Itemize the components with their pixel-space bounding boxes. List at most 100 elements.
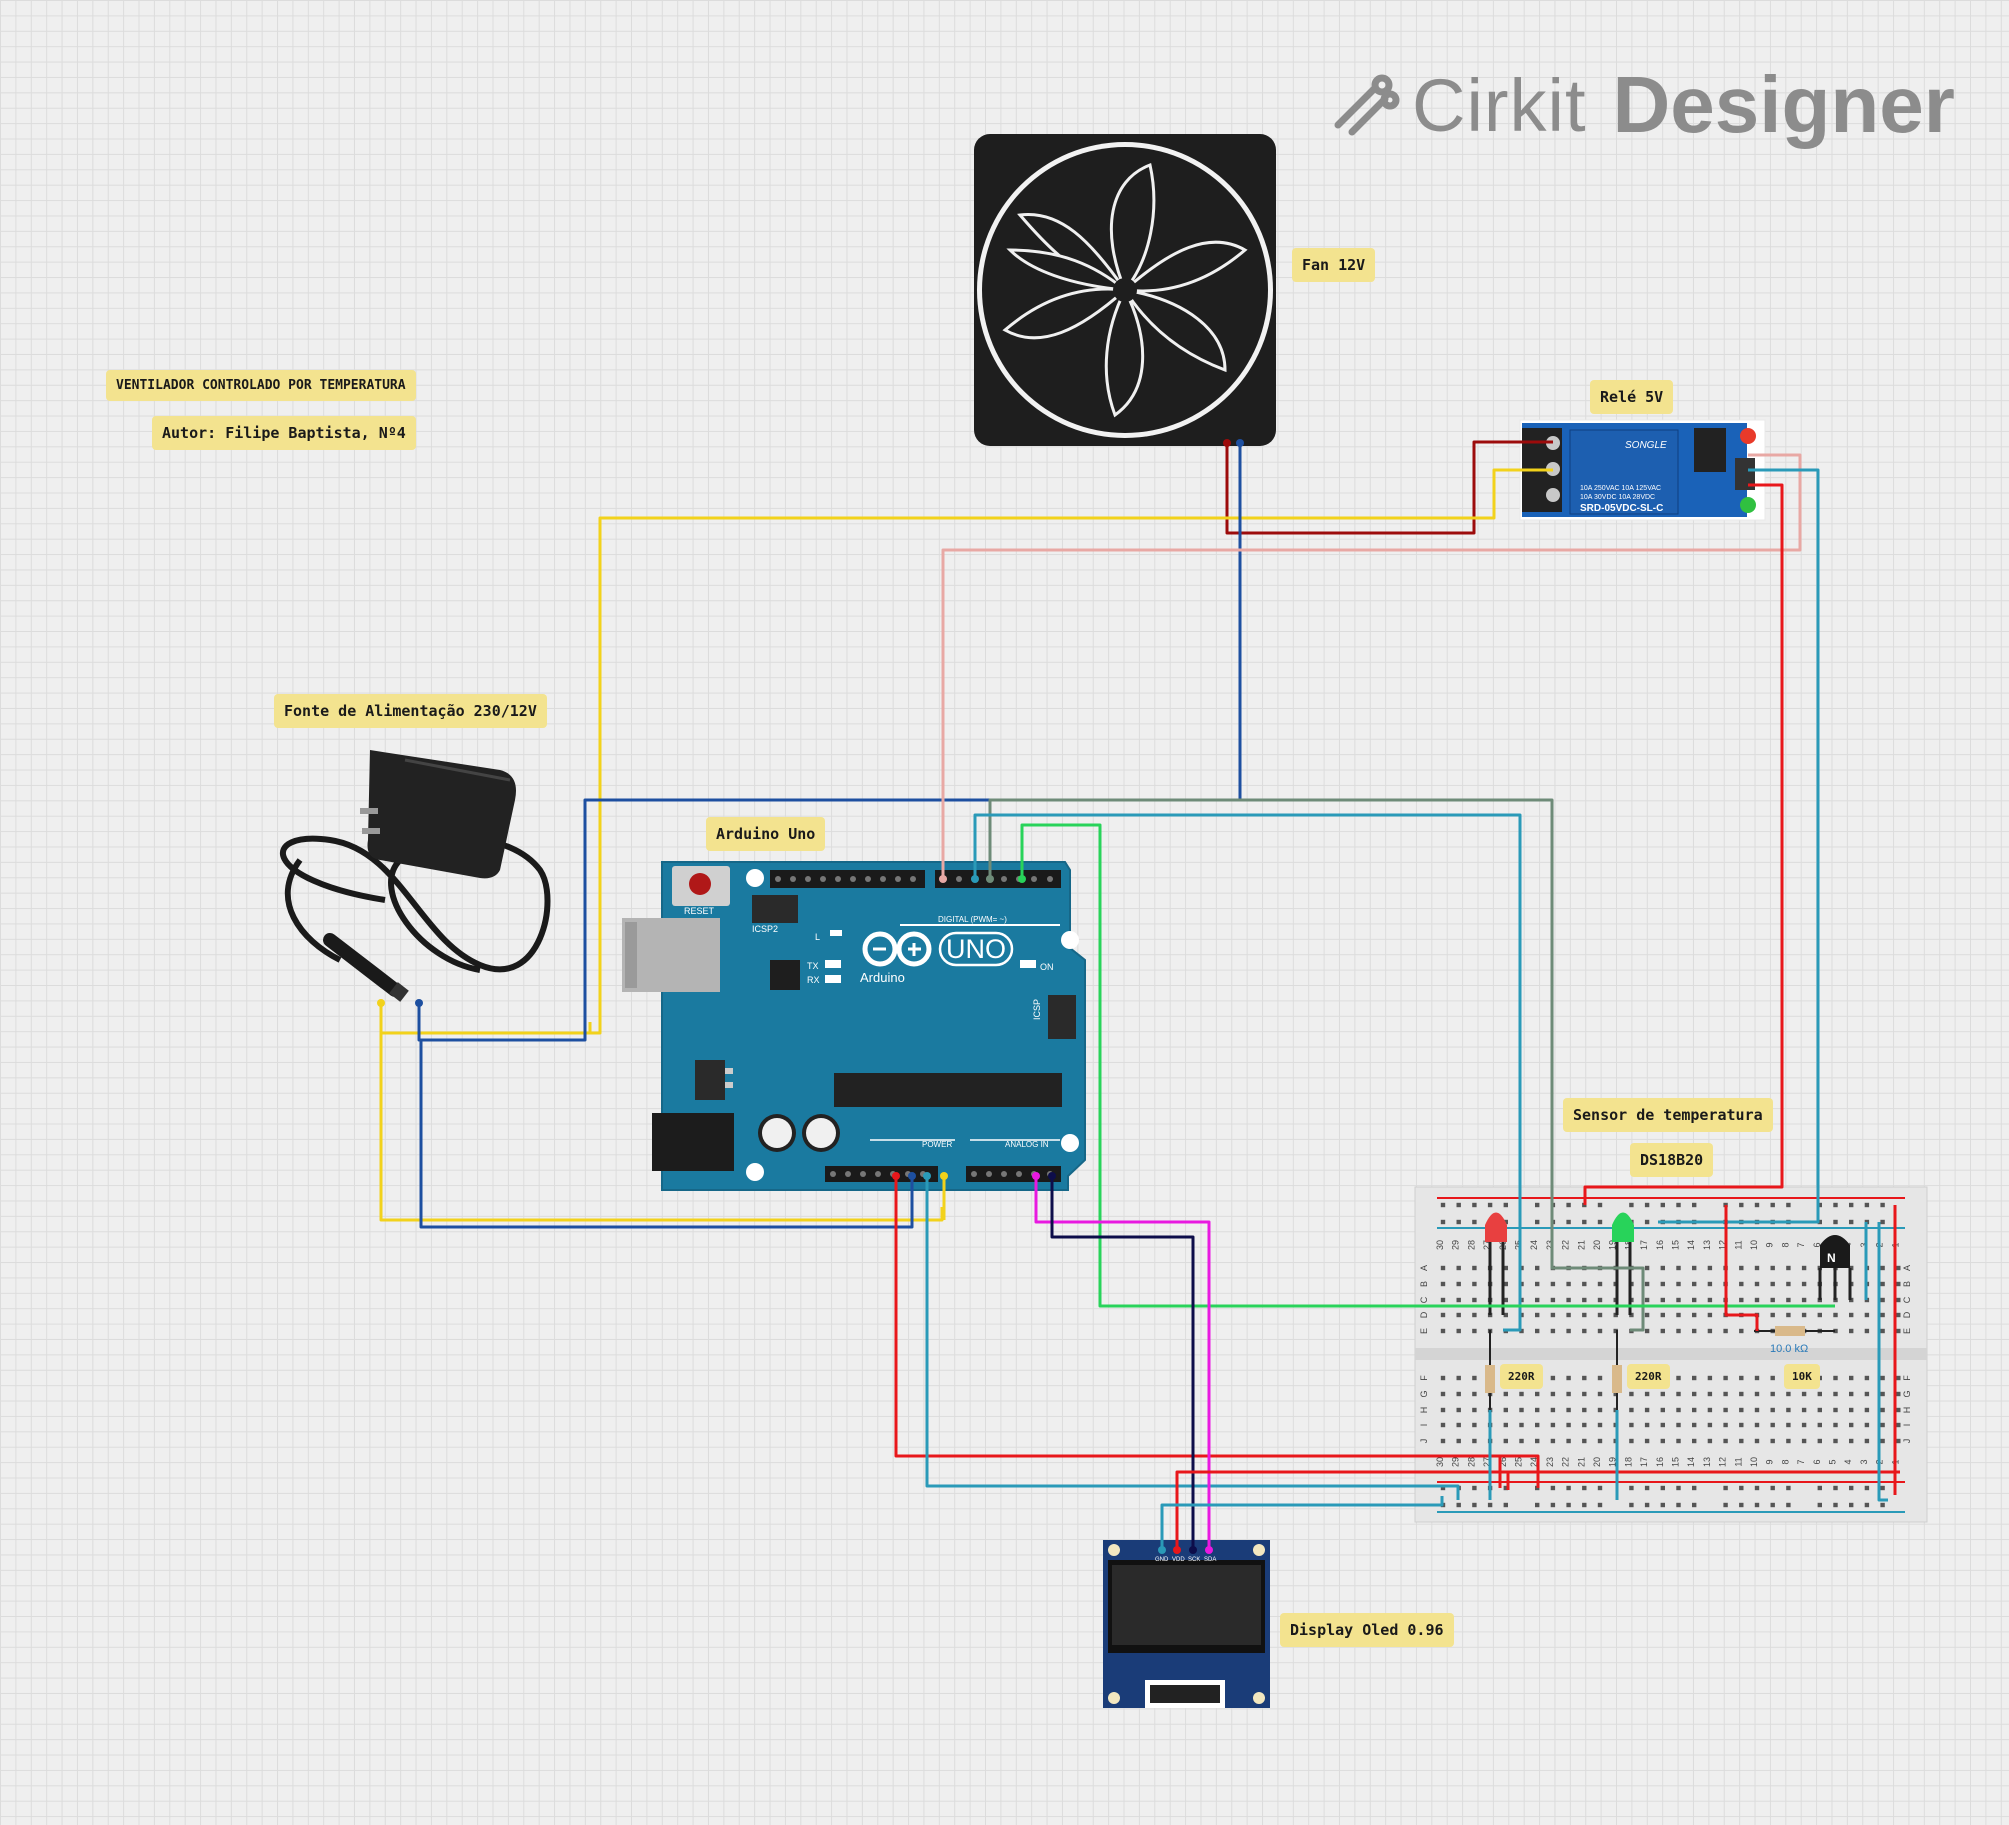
- breadboard-column-number: 4: [1843, 1459, 1853, 1464]
- rx-led-label: RX: [807, 975, 820, 985]
- breadboard-column-number: 29: [1451, 1457, 1461, 1467]
- breadboard-column-number: 18: [1623, 1240, 1633, 1250]
- breadboard-row-label: H: [1419, 1407, 1429, 1414]
- cirkit-logo-icon: [1334, 74, 1400, 136]
- breadboard-column-number: 28: [1466, 1457, 1476, 1467]
- oled-pin-sck: SCK: [1188, 1557, 1200, 1563]
- breadboard-column-number: 17: [1639, 1240, 1649, 1250]
- relay-label: Relé 5V: [1590, 380, 1674, 414]
- ds18b20-sensor[interactable]: N: [1818, 1235, 1852, 1300]
- oled-display[interactable]: GND VDD SCK SDA: [1103, 1540, 1270, 1708]
- wire-relay-in-pink: [941, 453, 1802, 879]
- breadboard-column-number: 16: [1655, 1240, 1665, 1250]
- fan-12v[interactable]: [974, 134, 1276, 447]
- breadboard-column-number: 21: [1576, 1240, 1586, 1250]
- wire-vin-yellow: [379, 1050, 946, 1220]
- breadboard-row-label: A: [1902, 1265, 1912, 1271]
- resistor-220r-1[interactable]: [1485, 1330, 1495, 1410]
- oled-label: Display Oled 0.96: [1280, 1613, 1454, 1647]
- breadboard-column-number: 12: [1718, 1457, 1728, 1467]
- resistor-220r-2-label: 220R: [1627, 1364, 1670, 1389]
- breadboard-row-label: I: [1419, 1424, 1429, 1427]
- tx-led-label: TX: [807, 961, 819, 971]
- power-adapter[interactable]: [279, 750, 551, 1002]
- breadboard-column-number: 23: [1545, 1457, 1555, 1467]
- breadboard-column-number: 7: [1796, 1459, 1806, 1464]
- icsp2-label: ICSP2: [752, 924, 778, 934]
- wire-fan-to-relay-red: [1225, 440, 1553, 535]
- arduino-uno-logo: UNO: [946, 934, 1006, 964]
- breadboard-column-number: 10: [1749, 1240, 1759, 1250]
- breadboard-row-label: C: [1419, 1296, 1429, 1303]
- resistor-220r-1-label: 220R: [1500, 1364, 1543, 1389]
- svg-text:N: N: [1827, 1251, 1836, 1265]
- author-label: Autor: Filipe Baptista, Nº4: [152, 416, 416, 450]
- resistor-10k-value: 10.0 kΩ: [1770, 1343, 1808, 1355]
- arduino-wordmark: Arduino: [860, 970, 905, 985]
- breadboard-column-number: 9: [1765, 1459, 1775, 1464]
- breadboard-column-number: 22: [1561, 1457, 1571, 1467]
- breadboard-column-number: 24: [1529, 1457, 1539, 1467]
- breadboard-row-label: D: [1419, 1311, 1429, 1318]
- breadboard-column-number: 3: [1859, 1242, 1869, 1247]
- breadboard-row-label: G: [1902, 1390, 1912, 1397]
- resistor-10k[interactable]: 10.0 kΩ: [1754, 1326, 1835, 1355]
- breadboard-column-number: 12: [1718, 1240, 1728, 1250]
- led-green[interactable]: [1612, 1212, 1634, 1316]
- power-header-label: POWER: [922, 1140, 952, 1149]
- breadboard-column-number: 19: [1608, 1457, 1618, 1467]
- breadboard-row-label: A: [1419, 1265, 1429, 1271]
- analog-header-label: ANALOG IN: [1005, 1140, 1049, 1149]
- wire-adapter-gnd-blue: [419, 1040, 914, 1229]
- breadboard-row-label: F: [1419, 1375, 1429, 1381]
- resistor-10k-label: 10K: [1784, 1364, 1820, 1389]
- resistor-220r-2[interactable]: [1612, 1330, 1622, 1410]
- breadboard-column-number: 8: [1780, 1459, 1790, 1464]
- breadboard-column-number: 17: [1639, 1457, 1649, 1467]
- digital-pwm-label: DIGITAL (PWM= ~): [938, 915, 1007, 924]
- logo-text-cirkit: Cirkit: [1412, 63, 1587, 147]
- breadboard-column-number: 5: [1828, 1459, 1838, 1464]
- reset-label: RESET: [684, 906, 715, 916]
- breadboard-column-number: 19: [1608, 1240, 1618, 1250]
- l-led-label: L: [815, 932, 820, 942]
- breadboard-row-label: C: [1902, 1296, 1912, 1303]
- breadboard-column-number: 13: [1702, 1240, 1712, 1250]
- breadboard-row-label: F: [1902, 1375, 1912, 1381]
- breadboard-row-label: I: [1902, 1424, 1912, 1427]
- breadboard-column-number: 11: [1733, 1457, 1743, 1466]
- oled-pin-sda: SDA: [1204, 1557, 1216, 1563]
- power-supply-label: Fonte de Alimentação 230/12V: [274, 694, 547, 728]
- led-red[interactable]: [1485, 1212, 1507, 1316]
- breadboard-column-number: 3: [1859, 1459, 1869, 1464]
- wire-pin2-green: [1020, 823, 1835, 1308]
- breadboard-column-number: 25: [1514, 1457, 1524, 1467]
- breadboard-column-number: 15: [1671, 1240, 1681, 1250]
- breadboard-column-number: 20: [1592, 1240, 1602, 1250]
- title-label: VENTILADOR CONTROLADO POR TEMPERATURA: [106, 370, 416, 401]
- breadboard-column-number: 6: [1812, 1242, 1822, 1247]
- breadboard-row-label: G: [1419, 1390, 1429, 1397]
- on-led-label: ON: [1040, 962, 1054, 972]
- wire-pin4-grey: [988, 798, 1645, 1332]
- wire-relay-gnd-cyan: [1658, 468, 1820, 1224]
- breadboard-row-label: E: [1419, 1328, 1429, 1334]
- breadboard-row-label: D: [1902, 1311, 1912, 1318]
- relay-rating-2: 10A 30VDC 10A 28VDC: [1580, 494, 1655, 501]
- relay-model: SRD-05VDC-SL-C: [1580, 503, 1663, 514]
- breadboard-column-number: 7: [1796, 1242, 1806, 1247]
- wire-a5-navy: [1050, 1176, 1195, 1550]
- breadboard-column-number: 16: [1655, 1457, 1665, 1467]
- breadboard-row-label: J: [1902, 1439, 1912, 1444]
- breadboard-column-number: 24: [1529, 1240, 1539, 1250]
- breadboard-column-number: 11: [1733, 1240, 1743, 1249]
- wire-relay-vcc-red: [1583, 483, 1784, 1205]
- fan-label: Fan 12V: [1292, 248, 1376, 282]
- wire-oled-gnd-cyan: [1160, 1496, 1444, 1550]
- arduino-uno[interactable]: UNO Arduino RESET ICSP2 ICSP DIGITAL (PW…: [622, 861, 1086, 1191]
- relay-rating-1: 10A 250VAC 10A 125VAC: [1580, 485, 1661, 492]
- breadboard-column-number: 14: [1686, 1457, 1696, 1467]
- breadboard-column-number: 30: [1435, 1240, 1445, 1250]
- relay-module[interactable]: SONGLE 10A 250VAC 10A 125VAC 10A 30VDC 1…: [1519, 419, 1766, 521]
